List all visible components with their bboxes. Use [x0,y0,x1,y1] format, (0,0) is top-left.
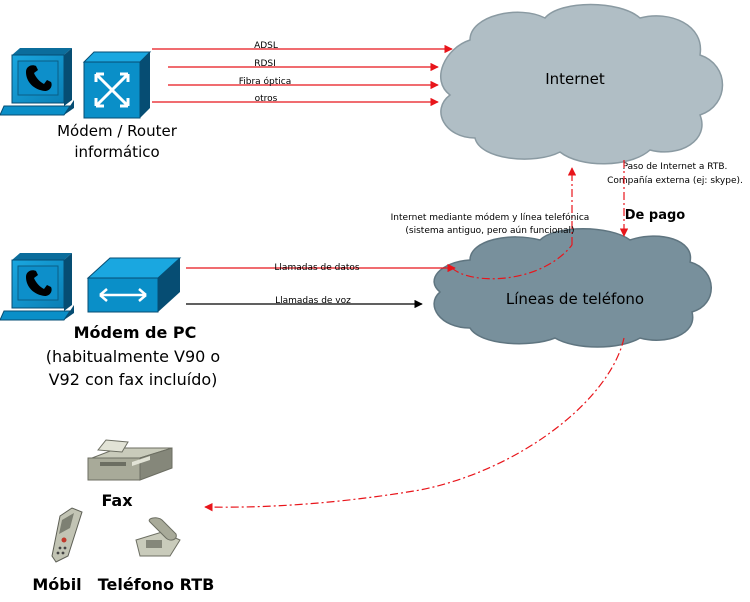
phone-lines-cloud: Líneas de teléfono [433,228,712,348]
router-label-line2: informático [74,143,159,161]
dialup-annotation-line2: (sistema antiguo, pero aún funcional) [405,226,574,236]
phone-handset-icon [26,65,52,91]
internet-cloud-label: Internet [545,70,605,88]
modem-icon [86,257,182,313]
pc-modem-label-line3: V92 con fax incluído) [49,370,218,389]
internet-cloud-shape [440,3,724,165]
phone-handset-icon [26,270,52,296]
rtb-phone-label: Teléfono RTB [98,575,215,594]
mobile-label: Móbil [32,575,81,594]
phone-lines-cloud-label: Líneas de teléfono [506,290,644,308]
rtb-annotation-line1: Paso de Internet a RTB. [623,162,728,172]
computer-icon-bottom [0,253,74,321]
computer-icon-top [0,48,74,116]
fax-label: Fax [101,491,133,510]
voice-calls-label: Llamadas de voz [275,296,351,306]
internet-cloud: Internet [440,3,724,165]
fiber-label: Fibra óptica [239,76,292,87]
pc-modem-label-line2: (habitualmente V90 o [46,347,220,366]
adsl-label: ADSL [254,41,278,51]
pc-modem-label-line1: Módem de PC [74,323,197,342]
others-label: otros [255,94,278,104]
phone-to-terminals-link [204,337,625,512]
router-icon [82,51,152,119]
rtb-annotation-line2: Compañía externa (ej: skype). [607,176,743,186]
crossed-arrows-icon [94,72,130,108]
dialup-annotation-line1: Internet mediante módem y línea telefóni… [391,212,590,223]
data-calls-label: Llamadas de datos [274,263,359,273]
phone-lines-cloud-shape [433,228,712,348]
dialup-curve [451,244,573,280]
rdsi-label: RDSI [254,59,276,69]
fax-icon [87,439,173,481]
paid-annotation: De pago [625,208,686,223]
desk-phone-icon [135,517,181,557]
bidirectional-arrow-icon [99,288,147,302]
mobile-phone-icon [51,507,83,563]
router-label-line1: Módem / Router [57,122,178,140]
